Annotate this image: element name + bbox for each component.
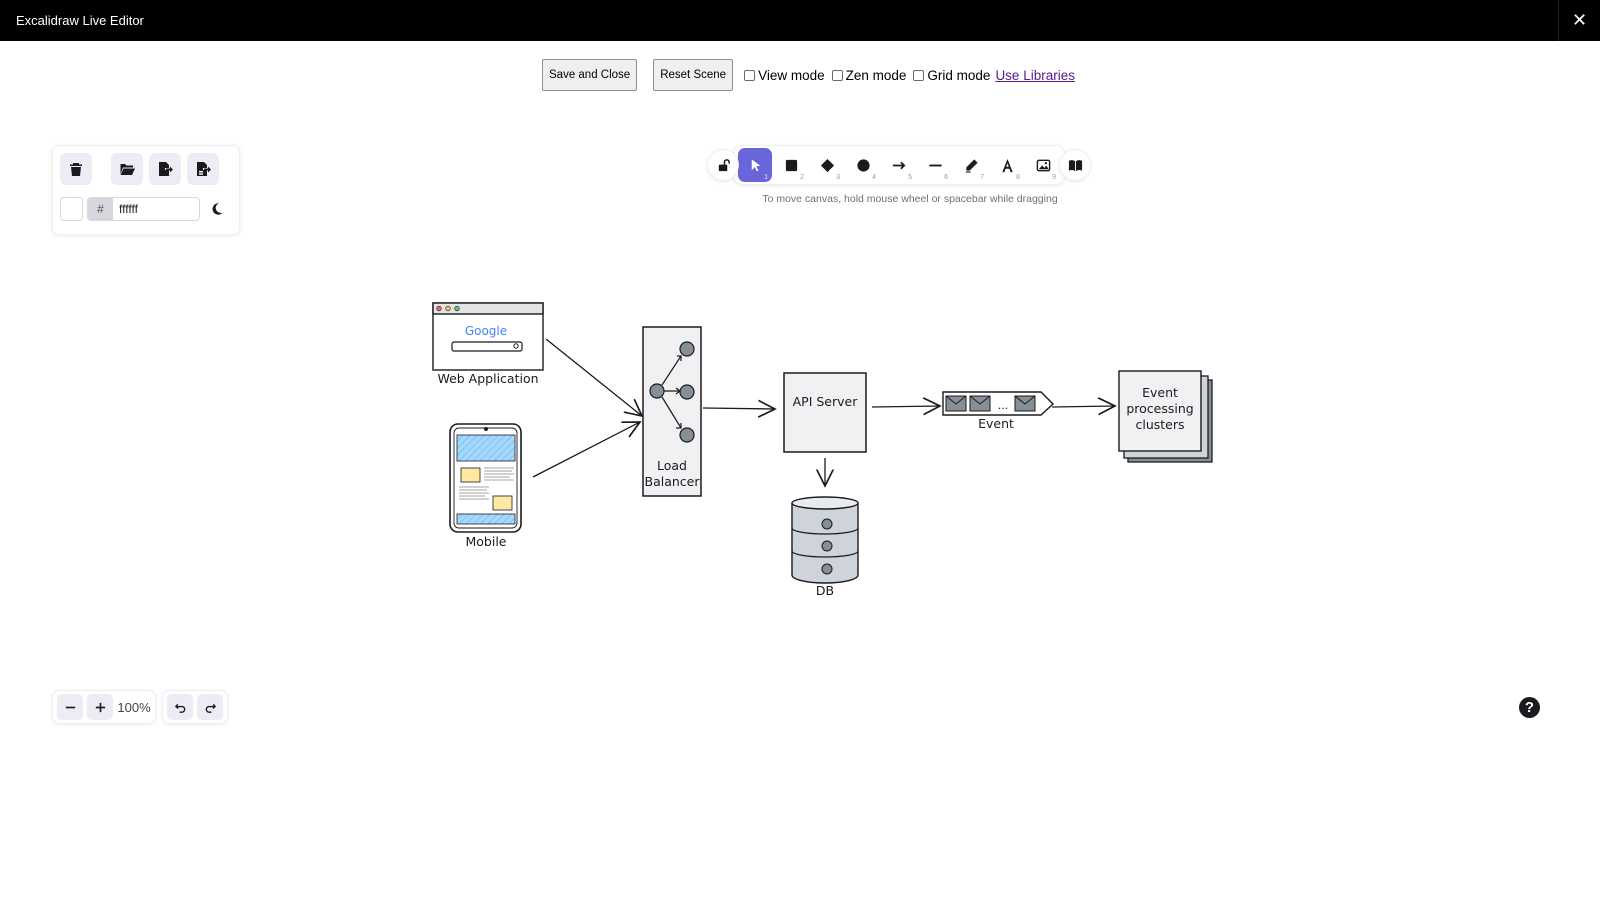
- clusters-label-line1: Event: [1142, 385, 1178, 400]
- window-titlebar: Excalidraw Live Editor ✕: [0, 0, 1600, 41]
- api-server-label: API Server: [793, 394, 859, 409]
- load-balancer-element[interactable]: Load Balancer: [642, 326, 702, 497]
- undo-icon[interactable]: [167, 694, 193, 720]
- help-icon[interactable]: ?: [1519, 697, 1540, 718]
- background-color-swatch[interactable]: [60, 197, 83, 221]
- tool-key-8: 8: [1016, 174, 1020, 181]
- open-folder-icon[interactable]: [111, 153, 143, 185]
- tool-key-5: 5: [908, 174, 912, 181]
- clusters-label-line3: clusters: [1135, 417, 1184, 432]
- hash-prefix: #: [88, 198, 113, 220]
- tool-group: 1 2 3 4 5 6 7 8: [734, 146, 1064, 184]
- tool-key-1: 1: [764, 174, 768, 181]
- top-controls: Save and Close Reset Scene View mode Zen…: [542, 59, 1075, 91]
- redo-icon[interactable]: [197, 694, 223, 720]
- zen-mode-label: Zen mode: [845, 67, 907, 83]
- zoom-controls: 100%: [53, 691, 155, 723]
- arrow-api-to-event[interactable]: [871, 406, 940, 407]
- pointer-icon[interactable]: 1: [738, 148, 772, 182]
- close-icon[interactable]: ✕: [1558, 0, 1600, 41]
- square-icon[interactable]: 2: [774, 148, 808, 182]
- text-icon[interactable]: 8: [990, 148, 1024, 182]
- grid-mode-label: Grid mode: [927, 67, 991, 83]
- use-libraries-link[interactable]: Use Libraries: [995, 67, 1075, 83]
- circle-icon[interactable]: 4: [846, 148, 880, 182]
- unlock-icon[interactable]: [708, 150, 738, 180]
- footer-controls: 100%: [53, 691, 227, 723]
- zoom-out-icon[interactable]: [57, 694, 83, 720]
- arrow-icon[interactable]: 5: [882, 148, 916, 182]
- arrow-mobile-to-lb[interactable]: [532, 422, 640, 478]
- event-ellipsis: ...: [998, 399, 1009, 412]
- event-processing-clusters-element[interactable]: Event processing clusters: [1118, 370, 1213, 463]
- background-color-input[interactable]: # ffffff: [87, 197, 200, 221]
- web-application-element[interactable]: Google Web Application: [432, 302, 544, 386]
- grid-mode-checkbox[interactable]: Grid mode: [913, 68, 990, 83]
- window-title: Excalidraw Live Editor: [16, 13, 144, 28]
- export-image-icon[interactable]: [187, 153, 219, 185]
- shape-toolbar: 1 2 3 4 5 6 7 8: [708, 146, 1090, 184]
- web-application-label: Web Application: [437, 371, 538, 386]
- clusters-label-line2: processing: [1126, 401, 1193, 416]
- tool-key-7: 7: [980, 174, 984, 181]
- arrow-web-to-lb[interactable]: [545, 338, 642, 416]
- canvas-hint: To move canvas, hold mouse wheel or spac…: [762, 193, 1058, 205]
- load-balancer-label-line2: Balancer: [645, 474, 701, 489]
- load-balancer-label-line1: Load: [657, 458, 687, 473]
- export-icon[interactable]: [149, 153, 181, 185]
- api-server-element[interactable]: API Server: [783, 372, 867, 453]
- arrow-lb-to-api[interactable]: [702, 408, 775, 409]
- moon-icon[interactable]: [204, 197, 230, 221]
- trash-icon[interactable]: [60, 153, 92, 185]
- event-label: Event: [978, 416, 1014, 431]
- view-mode-checkbox[interactable]: View mode: [744, 68, 825, 83]
- checkbox-box[interactable]: [744, 69, 756, 81]
- google-logo: Google: [465, 324, 507, 338]
- line-icon[interactable]: 6: [918, 148, 952, 182]
- tool-key-9: 9: [1052, 174, 1056, 181]
- zoom-in-icon[interactable]: [87, 694, 113, 720]
- tool-key-4: 4: [872, 174, 876, 181]
- save-and-close-button[interactable]: Save and Close: [542, 59, 638, 91]
- view-mode-label: View mode: [758, 67, 825, 83]
- background-hex-value[interactable]: ffffff: [119, 202, 138, 216]
- zoom-level[interactable]: 100%: [117, 699, 151, 715]
- mobile-label: Mobile: [465, 534, 506, 549]
- zen-mode-checkbox[interactable]: Zen mode: [831, 67, 907, 83]
- image-icon[interactable]: 9: [1026, 148, 1060, 182]
- tool-key-6: 6: [944, 174, 948, 181]
- event-queue-element[interactable]: ... Event: [942, 391, 1055, 431]
- mobile-element[interactable]: Mobile: [449, 423, 522, 549]
- diamond-icon[interactable]: 3: [810, 148, 844, 182]
- pencil-icon[interactable]: 7: [954, 148, 988, 182]
- checkbox-box[interactable]: [913, 69, 925, 81]
- reset-scene-button[interactable]: Reset Scene: [653, 59, 734, 91]
- db-element[interactable]: DB: [791, 496, 859, 598]
- tool-key-2: 2: [800, 174, 804, 181]
- db-label: DB: [816, 583, 834, 598]
- library-book-icon[interactable]: [1060, 150, 1090, 180]
- tool-key-3: 3: [836, 174, 840, 181]
- history-controls: [163, 691, 227, 723]
- arrow-event-to-clusters[interactable]: [1051, 406, 1115, 407]
- checkbox-box[interactable]: [831, 69, 843, 81]
- canvas-actions-panel: # ffffff: [53, 146, 239, 234]
